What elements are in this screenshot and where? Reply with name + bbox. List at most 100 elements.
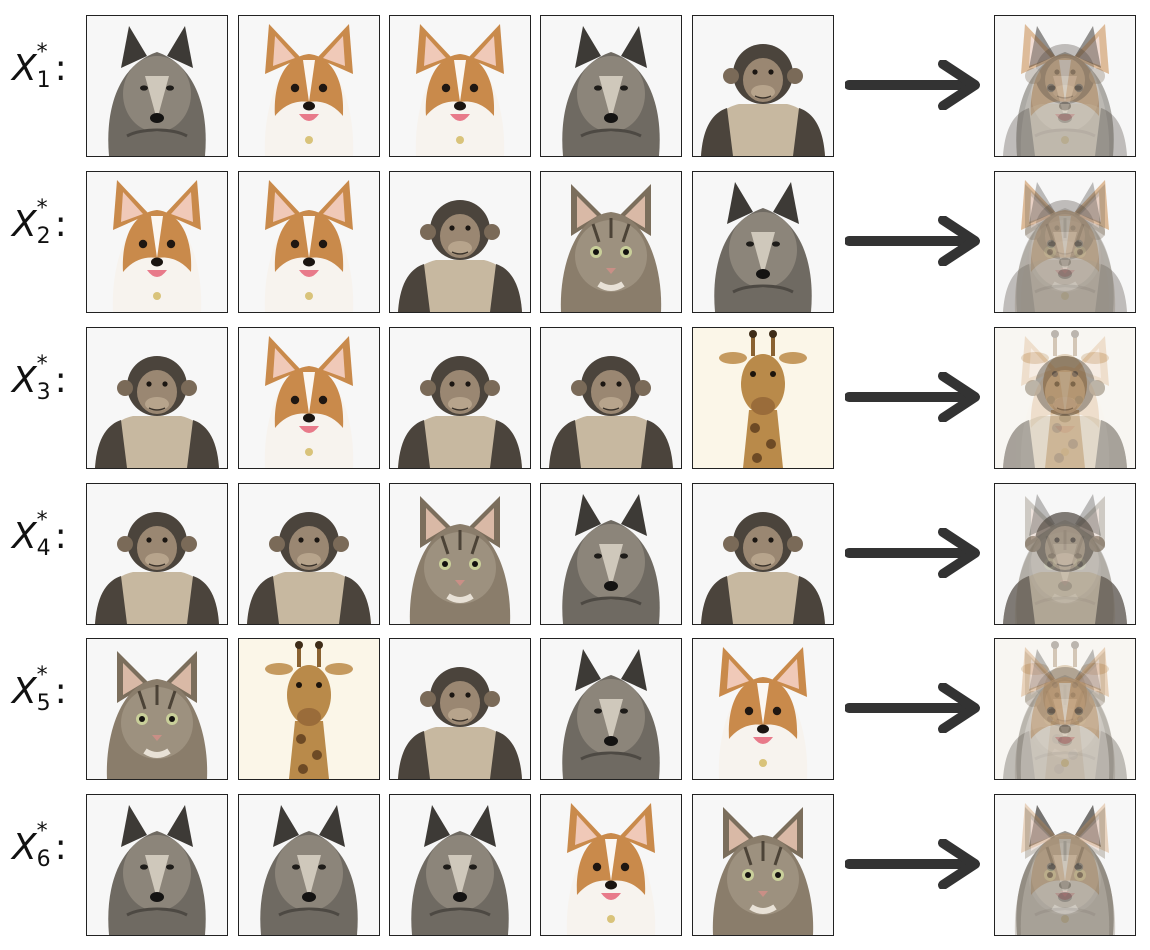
corgi-image <box>389 15 531 157</box>
chimp-illustration <box>701 512 825 624</box>
wolf-image <box>540 483 682 625</box>
row-label-colon: : <box>54 48 67 89</box>
chimp-illustration <box>247 512 371 624</box>
wolf-illustration <box>108 805 206 935</box>
corgi-image <box>238 171 380 313</box>
cat-image <box>389 483 531 625</box>
row-label-superscript: * <box>36 352 48 377</box>
row-label-subscript: 1 <box>36 68 51 93</box>
row-label-superscript: * <box>36 663 48 688</box>
chimp-image <box>389 327 531 469</box>
row-label-subscript: 6 <box>36 847 51 872</box>
wolf-illustration <box>714 182 812 312</box>
wolf-illustration <box>260 805 358 935</box>
chimp-illustration <box>398 200 522 312</box>
arrow-right-icon <box>845 528 985 578</box>
wolf-image <box>86 15 228 157</box>
wolf-image <box>540 638 682 780</box>
blended-average-image <box>994 327 1136 469</box>
wolf-illustration <box>562 26 660 156</box>
chimp-image <box>238 483 380 625</box>
row-label-colon: : <box>54 360 67 401</box>
row-label-variable: X <box>12 360 37 401</box>
arrow-right-icon <box>845 216 985 266</box>
corgi-illustration <box>264 24 354 156</box>
cat-image <box>86 638 228 780</box>
sample-row: X* 6: <box>0 794 1150 936</box>
row-label-variable: X <box>12 671 37 712</box>
wolf-image <box>540 15 682 157</box>
cat-illustration <box>106 651 208 779</box>
row-label-subscript: 5 <box>36 691 51 716</box>
cat-illustration <box>560 184 662 312</box>
corgi-illustration <box>566 803 656 935</box>
sample-row: X* 3: <box>0 327 1150 469</box>
row-label: X* 3: <box>12 354 67 404</box>
cat-image <box>692 794 834 936</box>
row-label-superscript: * <box>36 40 48 65</box>
row-label-variable: X <box>12 827 37 868</box>
row-label: X* 1: <box>12 42 67 92</box>
chimp-image <box>86 483 228 625</box>
arrow-right-icon <box>845 60 985 110</box>
giraffe-image <box>238 638 380 780</box>
corgi-illustration <box>415 24 505 156</box>
blended-average-image <box>994 638 1136 780</box>
arrow-right-icon <box>845 683 985 733</box>
arrow-right-icon <box>845 372 985 422</box>
chimp-illustration <box>398 667 522 779</box>
giraffe-illustration <box>239 639 379 779</box>
corgi-illustration <box>112 180 202 312</box>
giraffe-image <box>692 327 834 469</box>
row-label: X* 5: <box>12 665 67 715</box>
chimp-image <box>389 638 531 780</box>
sample-row: X* 1: <box>0 15 1150 157</box>
blended-average-image <box>994 483 1136 625</box>
corgi-image <box>238 15 380 157</box>
chimp-image <box>389 171 531 313</box>
corgi-image <box>692 638 834 780</box>
chimp-illustration <box>95 512 219 624</box>
sample-row: X* 5: <box>0 638 1150 780</box>
blended-average-image <box>994 15 1136 157</box>
corgi-illustration <box>264 336 354 468</box>
wolf-image <box>389 794 531 936</box>
blended-average-image <box>994 794 1136 936</box>
wolf-illustration <box>562 649 660 779</box>
corgi-image <box>540 794 682 936</box>
chimp-illustration <box>549 356 673 468</box>
row-label-colon: : <box>54 671 67 712</box>
blended-average-image <box>994 171 1136 313</box>
row-label-subscript: 4 <box>36 536 51 561</box>
row-label-colon: : <box>54 204 67 245</box>
corgi-illustration <box>264 180 354 312</box>
sample-row: X*2: <box>0 171 1150 313</box>
wolf-image <box>86 794 228 936</box>
cat-image <box>540 171 682 313</box>
row-label-colon: : <box>54 516 67 557</box>
chimp-illustration <box>95 356 219 468</box>
row-label-superscript: * <box>36 196 48 221</box>
row-label-variable: X <box>12 48 37 89</box>
wolf-illustration <box>411 805 509 935</box>
chimp-image <box>692 15 834 157</box>
row-label: X* 6: <box>12 821 67 871</box>
row-label-superscript: * <box>36 819 48 844</box>
arrow-right-icon <box>845 839 985 889</box>
row-label-subscript: 3 <box>36 380 51 405</box>
row-label-variable: X <box>12 516 37 557</box>
chimp-illustration <box>701 44 825 156</box>
wolf-illustration <box>562 494 660 624</box>
sample-row: X*4: <box>0 483 1150 625</box>
chimp-illustration <box>398 356 522 468</box>
corgi-illustration <box>718 647 808 779</box>
row-label-colon: : <box>54 827 67 868</box>
row-label-variable: X <box>12 204 37 245</box>
corgi-image <box>238 327 380 469</box>
chimp-image <box>692 483 834 625</box>
cat-illustration <box>409 496 511 624</box>
wolf-image <box>692 171 834 313</box>
wolf-image <box>238 794 380 936</box>
cat-illustration <box>712 807 814 935</box>
wolf-illustration <box>108 26 206 156</box>
